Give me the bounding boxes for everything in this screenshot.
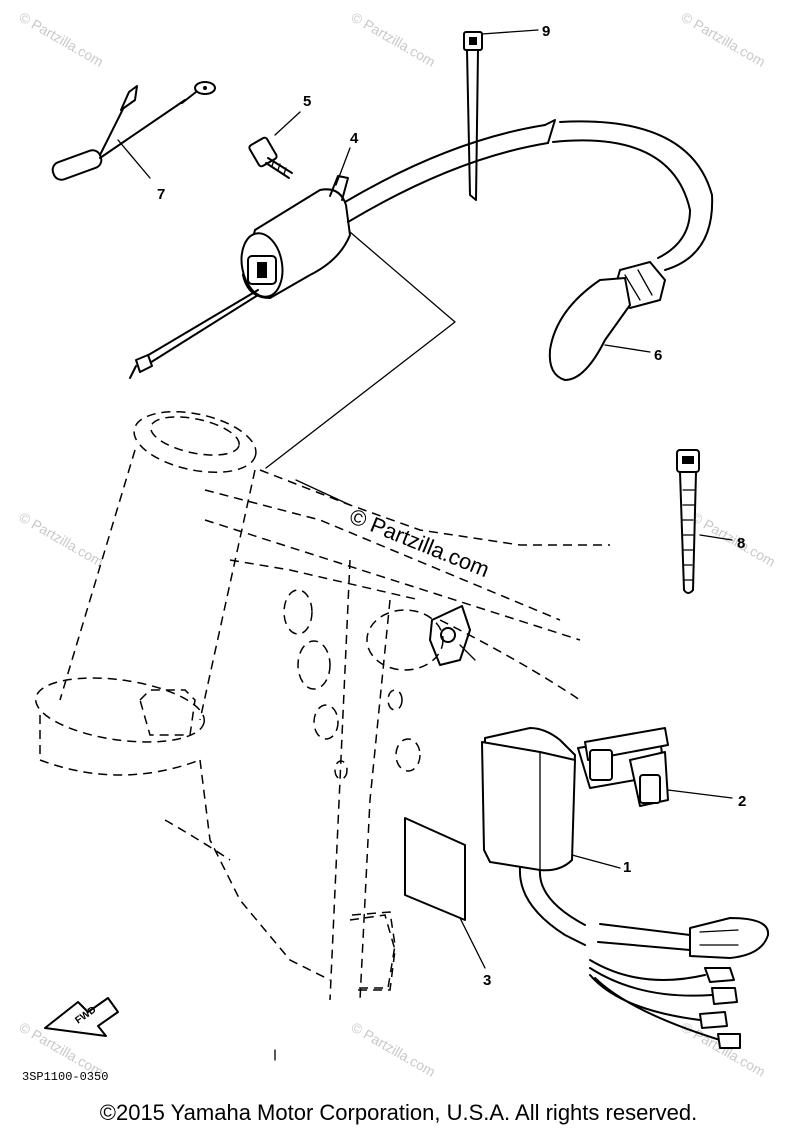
cable-tie-part-9 — [463, 29, 539, 201]
watermark-faint: © Partzilla.com — [679, 1019, 769, 1080]
frame-clip — [351, 911, 396, 989]
fwd-arrow: FWD — [44, 997, 119, 1037]
ignition-coil-part-4 — [129, 147, 351, 379]
callout-6: 6 — [654, 347, 662, 364]
watermark-center: © Partzilla.com — [346, 503, 493, 582]
callout-4: 4 — [350, 130, 359, 147]
watermark-faint: © Partzilla.com — [17, 509, 107, 570]
callouts: 1 2 3 4 5 6 7 8 9 — [157, 23, 746, 989]
copyright-notice: ©2015 Yamaha Motor Corporation, U.S.A. A… — [99, 1100, 698, 1125]
callout-1: 1 — [623, 859, 631, 876]
callout-5: 5 — [303, 93, 311, 110]
spark-plug-cap-part-6 — [344, 119, 714, 381]
callout-9: 9 — [542, 23, 550, 40]
watermark-faint: © Partzilla.com — [349, 1019, 439, 1080]
diagram-code: 3SP1100-0350 — [22, 1070, 108, 1084]
cable-tie-part-8 — [676, 449, 733, 594]
pad-part-3 — [404, 817, 486, 969]
callout-7: 7 — [157, 186, 165, 203]
watermark-faint: © Partzilla.com — [689, 509, 779, 570]
wire-lead-part-7 — [51, 81, 216, 181]
bracket-part-2 — [577, 727, 733, 807]
cdi-unit-part-1 — [481, 727, 770, 1049]
bolt-part-5 — [248, 111, 301, 179]
watermark-faint: © Partzilla.com — [349, 9, 439, 70]
callout-8: 8 — [737, 535, 745, 552]
frame-outline — [34, 231, 610, 1001]
callout-3: 3 — [483, 972, 491, 989]
watermark-faint: © Partzilla.com — [17, 9, 107, 70]
watermark-faint: © Partzilla.com — [679, 9, 769, 70]
callout-2: 2 — [738, 793, 746, 810]
